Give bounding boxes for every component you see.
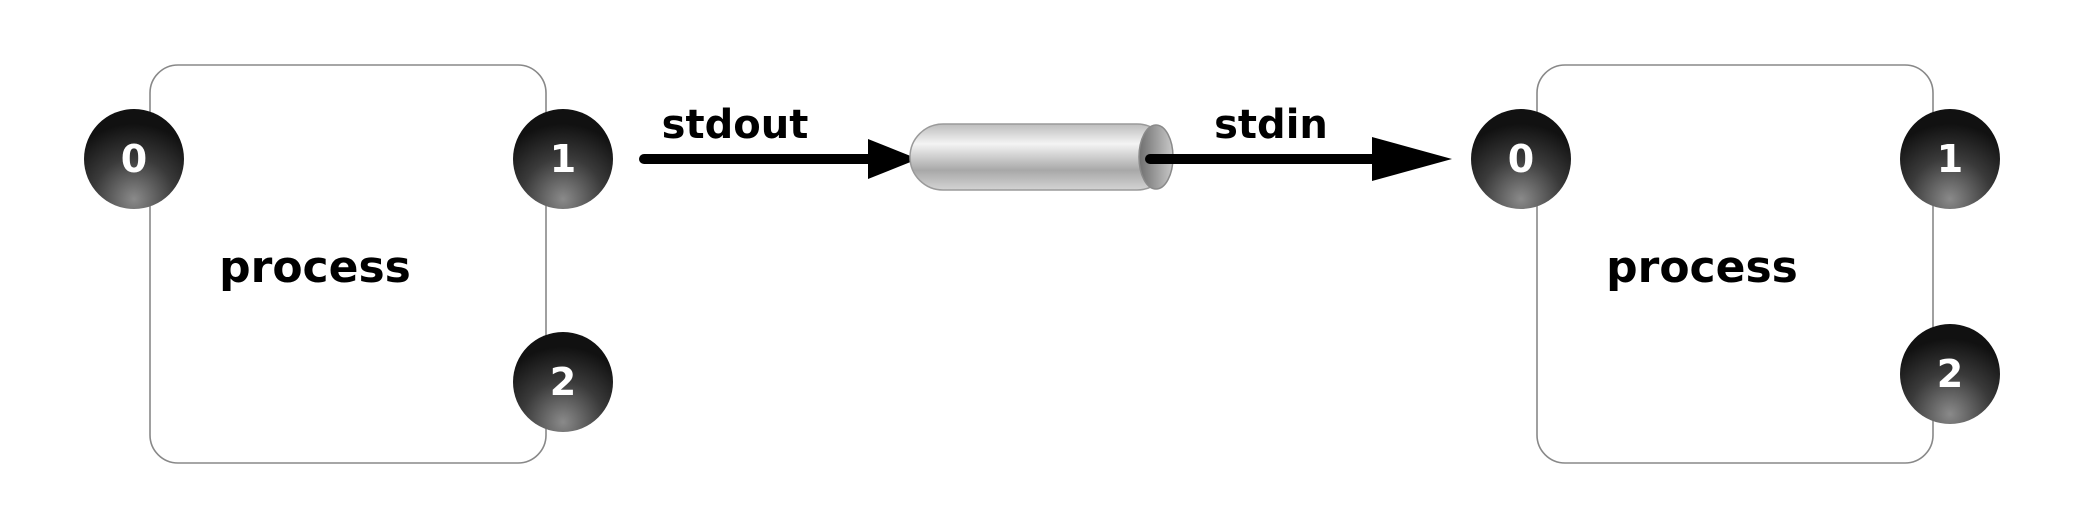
fd-1-left-label: 1 — [550, 137, 576, 181]
process-right-label: process — [1606, 242, 1798, 293]
fd-2-left: 2 — [513, 332, 613, 432]
fd-0-right-label: 0 — [1508, 137, 1534, 181]
fd-0-left: 0 — [84, 109, 184, 209]
fd-1-right: 1 — [1900, 109, 2000, 209]
fd-2-left-label: 2 — [550, 360, 576, 404]
fd-2-right: 2 — [1900, 324, 2000, 424]
stdin-arrow-head — [1372, 137, 1452, 181]
fd-2-right-label: 2 — [1937, 352, 1963, 396]
fd-1-right-label: 1 — [1937, 137, 1963, 181]
process-left-box — [149, 64, 547, 464]
process-right-box — [1536, 64, 1934, 464]
pipe-connection: stdout stdin — [639, 102, 1452, 191]
process-left-label: process — [219, 242, 411, 293]
process-left: process 0 1 2 — [84, 64, 613, 464]
stdout-arrow-head — [868, 139, 918, 179]
pipe-cylinder — [909, 123, 1174, 191]
fd-0-left-label: 0 — [121, 137, 147, 181]
fd-0-right: 0 — [1471, 109, 1571, 209]
stdin-label: stdin — [1214, 102, 1328, 148]
fd-1-left: 1 — [513, 109, 613, 209]
stdout-label: stdout — [662, 102, 809, 148]
process-right: process 0 1 2 — [1471, 64, 2000, 464]
